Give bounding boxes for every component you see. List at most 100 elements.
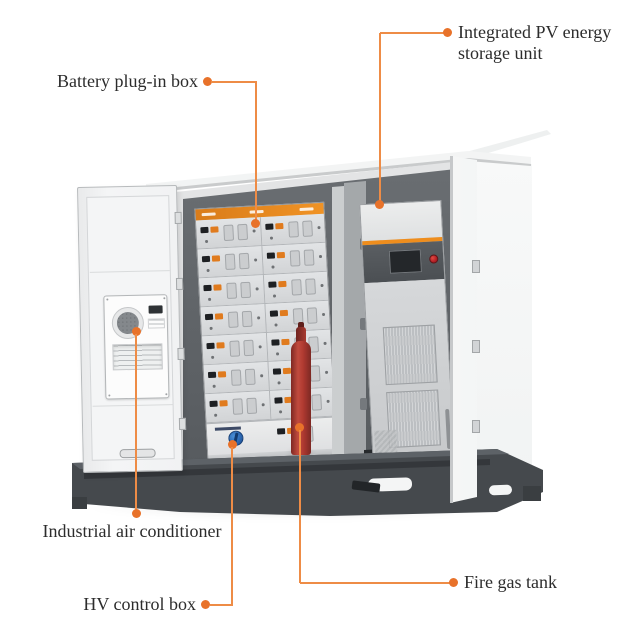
module-handle xyxy=(290,279,302,296)
module-connector-black xyxy=(201,255,211,263)
module-connector-black xyxy=(273,397,283,404)
base-foot xyxy=(523,486,541,501)
module-pin xyxy=(316,226,321,230)
callout-line-hv-vertical xyxy=(231,447,233,605)
module-pin xyxy=(324,370,328,374)
label-air-conditioner: Industrial air conditioner xyxy=(42,521,222,541)
callout-dot xyxy=(132,327,141,336)
module-handle xyxy=(304,278,316,295)
module-connector-orange xyxy=(280,338,290,346)
ac-label-plate xyxy=(147,318,165,329)
module-connector-black xyxy=(266,252,275,259)
screw xyxy=(163,297,166,300)
module-handle xyxy=(306,307,318,324)
module-connector-orange xyxy=(274,222,284,230)
tank-valve xyxy=(296,327,306,343)
module-connector-black xyxy=(267,281,277,288)
screw xyxy=(106,298,109,301)
module-pin xyxy=(206,268,210,273)
module-connector-black xyxy=(207,371,217,379)
module-pin xyxy=(209,326,213,330)
ventilation-grille xyxy=(382,324,438,386)
callout-line-ac-vertical xyxy=(135,334,137,513)
door-hinge xyxy=(178,417,187,430)
module-handle xyxy=(226,282,238,299)
ac-louver-vent xyxy=(112,343,163,371)
module-handle xyxy=(237,223,249,241)
forklift-slot xyxy=(488,484,513,496)
hinge-nub xyxy=(360,318,367,330)
module-pin xyxy=(212,384,216,388)
header-text-mark xyxy=(299,207,314,212)
module-connector-orange xyxy=(279,309,288,317)
callout-line-hv-horizontal xyxy=(210,604,233,606)
pcs-inverter-unit xyxy=(359,200,455,462)
module-pin xyxy=(254,258,258,262)
module-handle xyxy=(232,398,244,415)
module-connector-orange xyxy=(217,371,227,378)
battery-module xyxy=(205,390,271,423)
callout-dot xyxy=(295,423,304,432)
battery-module xyxy=(203,361,270,394)
module-connector-orange xyxy=(216,342,225,349)
module-pin xyxy=(261,403,265,407)
module-connector-black xyxy=(200,226,209,234)
module-handle xyxy=(227,311,239,328)
callout-dot xyxy=(443,28,452,37)
module-pin xyxy=(260,374,264,378)
module-connector-black xyxy=(276,428,286,435)
module-connector-black xyxy=(270,339,280,346)
module-pin xyxy=(255,287,259,291)
module-handle xyxy=(287,221,299,238)
module-pin xyxy=(257,316,261,320)
door-hinge xyxy=(472,340,480,353)
hv-control-panel xyxy=(206,416,337,456)
label-battery-box: Battery plug-in box xyxy=(57,71,198,91)
module-pin xyxy=(208,297,212,301)
module-connector-black xyxy=(264,223,274,230)
callout-dot xyxy=(251,219,260,228)
module-handle xyxy=(241,310,253,328)
fire-gas-tank xyxy=(291,341,311,455)
module-handle xyxy=(229,340,241,357)
module-pin xyxy=(318,254,322,259)
ac-display xyxy=(148,305,163,314)
module-handle xyxy=(238,252,250,270)
battery-rack xyxy=(194,201,338,468)
screw xyxy=(165,393,168,396)
pcs-lower-panel xyxy=(364,278,454,461)
module-pin xyxy=(272,294,276,298)
module-connector-black xyxy=(204,313,214,321)
module-connector-orange xyxy=(213,284,222,291)
door-handle-recess xyxy=(119,448,156,459)
module-pin xyxy=(278,410,282,414)
module-connector-black xyxy=(203,284,212,292)
module-connector-orange xyxy=(211,255,221,262)
module-handle xyxy=(289,250,300,267)
pcs-control-band xyxy=(362,241,445,284)
module-connector-black xyxy=(209,400,218,408)
module-pin xyxy=(273,323,278,327)
callout-dot xyxy=(375,200,384,209)
module-handle xyxy=(303,249,314,266)
module-pin xyxy=(211,355,215,359)
screw xyxy=(108,394,111,397)
door-hinge xyxy=(177,347,185,361)
battery-module xyxy=(202,332,268,365)
door-hinge xyxy=(175,277,184,291)
battery-module xyxy=(260,213,326,246)
door-hinge xyxy=(174,211,182,225)
module-pin xyxy=(322,341,327,346)
module-handle xyxy=(243,339,255,357)
module-handle xyxy=(301,220,313,237)
module-pin xyxy=(319,283,324,288)
emergency-stop-button xyxy=(429,254,439,264)
tank-valve-tip xyxy=(298,322,304,329)
module-connector-orange xyxy=(282,367,291,375)
callout-dot xyxy=(449,578,458,587)
module-pin xyxy=(277,381,281,385)
